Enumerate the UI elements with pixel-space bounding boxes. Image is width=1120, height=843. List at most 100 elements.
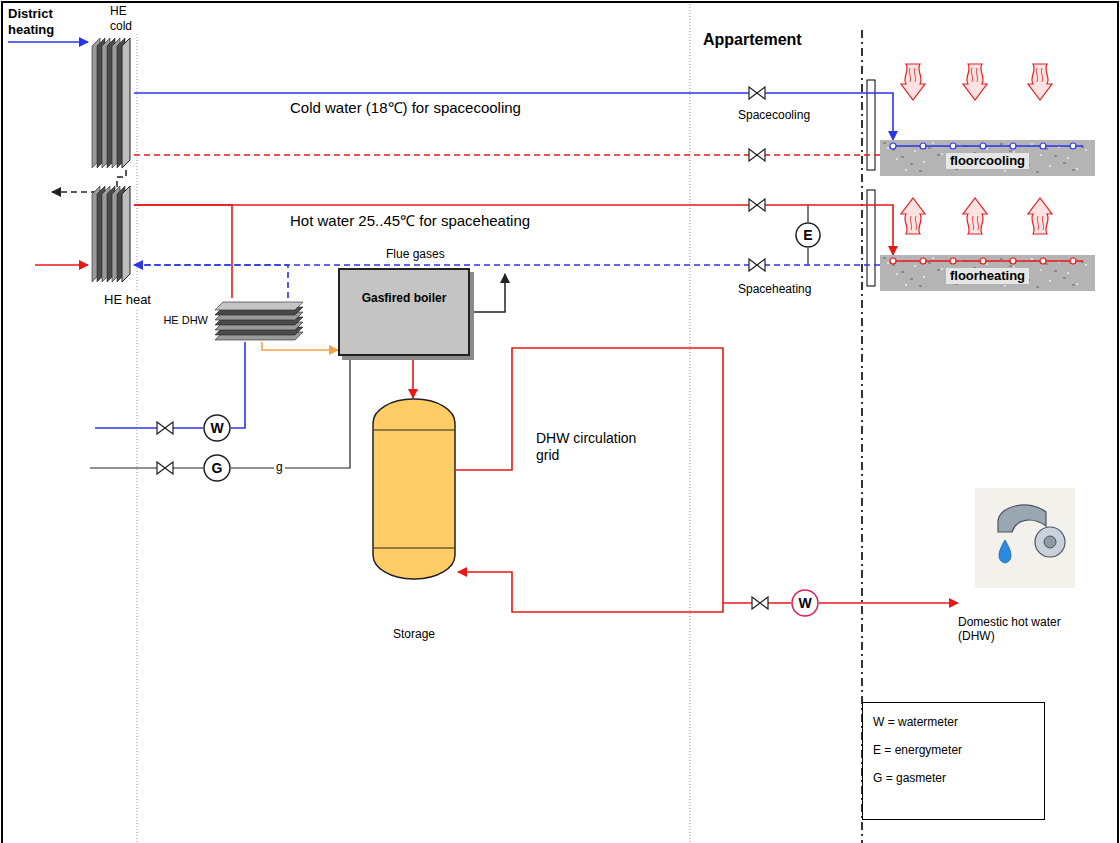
floor-slab-outline [1049, 165, 1051, 167]
hot-water-pipe [412, 356, 414, 398]
legend-text: W = watermeter [873, 715, 958, 729]
floor-slab: floorheating [880, 255, 1095, 291]
floor-slab-outline [1040, 269, 1042, 271]
valve-symbol [749, 87, 765, 99]
floor-slab-outline [1072, 169, 1075, 171]
floor-slab-outline [896, 273, 898, 275]
floor-slab-outline [880, 255, 1095, 291]
storage-tank-outline [374, 430, 454, 431]
tap-icon [975, 488, 1075, 588]
water-meter: W [791, 589, 819, 617]
floor-slab-outline [880, 140, 1095, 176]
heat-exchanger: HE heat [90, 184, 134, 284]
floor-slab-outline [1031, 258, 1033, 260]
floor-slab-outline [1054, 155, 1057, 157]
valve-symbol [749, 259, 765, 271]
heat-exchanger-outline [122, 38, 130, 168]
floor-slab-outline [910, 278, 913, 280]
water-meter: W [203, 414, 231, 442]
district-supply-line [8, 41, 88, 43]
heating-arrow [1028, 198, 1052, 234]
floor-slab-outline [928, 147, 931, 149]
cold-water-inlet [95, 427, 203, 429]
floor-slab-outline [901, 156, 904, 158]
floor-slab-outline [1076, 168, 1078, 170]
valve-label: Spaceheating [738, 282, 811, 296]
floor-slab-outline [937, 154, 940, 156]
outlet-label: Domestic hot water (DHW) [958, 615, 1078, 644]
gas-pipe [231, 356, 350, 468]
floor-slab-outline [980, 143, 986, 149]
valve-symbol [157, 87, 768, 609]
circulation-pipe [456, 348, 791, 603]
floor-slab-outline [1040, 258, 1046, 264]
node-label: W [798, 595, 811, 612]
node-label: G [212, 460, 223, 477]
floor-slab-outline [1054, 270, 1057, 272]
floor-slab-outline [914, 265, 916, 267]
pipe-label: Hot water 25..45℃ for spaceheating [290, 212, 530, 230]
floor-slab-outline [950, 143, 956, 149]
floor-slab-outline [1063, 162, 1066, 164]
gas-meter-outline [204, 455, 230, 481]
floor-slab-outline [914, 150, 916, 152]
node-label: E [803, 227, 812, 244]
section-label: Appartement [703, 30, 802, 49]
floor-slab-outline [937, 269, 940, 271]
heating-arrow [901, 198, 1052, 234]
floor-slab-outline [923, 161, 925, 163]
floor-slab-outline [883, 257, 886, 259]
floor-slab-outline [923, 276, 925, 278]
floor-slab-outline [1000, 258, 1003, 260]
floor-slab-outline [1063, 277, 1066, 279]
heat-exchanger-outline [215, 298, 303, 342]
floor-slab-outline [920, 143, 926, 149]
cooling-arrow [1028, 64, 1052, 100]
cooling-arrow [901, 64, 1052, 100]
legend-text: G = gasmeter [873, 771, 946, 785]
legend-box: W = watermeterE = energymeterG = gasmete… [862, 702, 1045, 820]
floor-slab-outline [1085, 149, 1087, 151]
floor-slab-outline [1070, 258, 1076, 264]
floor-slab-outline [986, 148, 988, 150]
heat-exchanger-outline [90, 36, 134, 170]
floor-slab-outline [890, 143, 896, 149]
floor-slab-outline [1049, 280, 1051, 282]
node-label: floorheating [946, 268, 1029, 284]
floor-slab-outline [1031, 143, 1033, 145]
valve-symbol [752, 597, 768, 609]
floor-slab-outline [932, 142, 934, 144]
floor-slab-outline [901, 271, 904, 273]
floor-slab-outline [920, 258, 926, 264]
tap-icon [975, 488, 1075, 588]
floor-slab-outline [986, 263, 988, 265]
valve-label: Spacecooling [738, 108, 810, 122]
water-meter-outline [204, 415, 230, 441]
floor-slab-outline [883, 142, 886, 144]
floor-slab-outline [1085, 264, 1087, 266]
dhw-primary-return [134, 265, 288, 298]
floor-slab-outline [890, 258, 896, 264]
legend-entry: G = gasmeter [873, 771, 1034, 785]
floor-slab-outline [1076, 283, 1078, 285]
floor-slab-outline [919, 170, 922, 172]
storage-tank-outline [373, 399, 455, 579]
floor-slab-outline [887, 262, 889, 264]
line-label: g [274, 460, 285, 474]
floor-slab-outline [1004, 285, 1006, 287]
heat-exchanger-outline [215, 302, 303, 310]
tap-icon [1044, 536, 1056, 548]
floor-slab-outline [950, 258, 956, 264]
energy-meter: E [795, 222, 821, 248]
floor-slab-outline [941, 153, 943, 155]
cooling-arrow [901, 64, 925, 100]
boiler-box-outline [338, 268, 470, 356]
heat-exchanger: HE DHW [215, 298, 303, 342]
dhw-outlet-line [819, 602, 958, 604]
floor-slab-outline [905, 284, 907, 286]
energy-meter-outline [796, 223, 820, 247]
floor-slab-outline [910, 163, 913, 165]
valve-symbol [157, 422, 173, 434]
preheated-water-pipe [262, 342, 338, 350]
